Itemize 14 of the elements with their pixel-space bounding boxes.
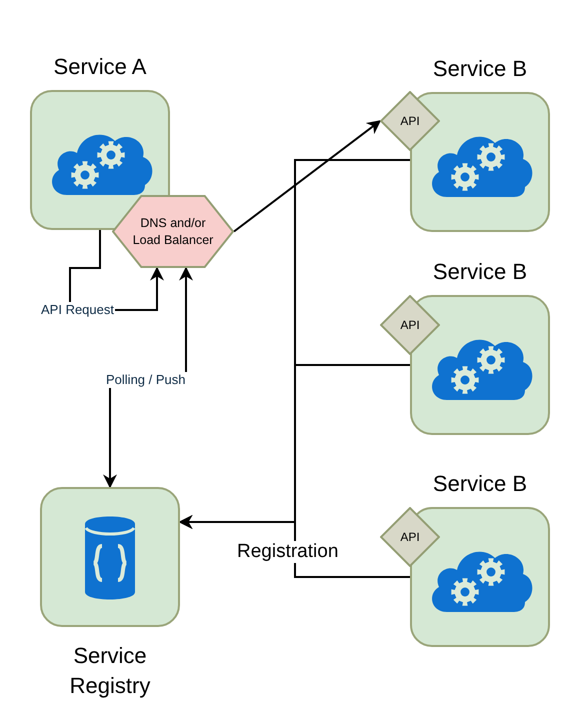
api-label: API [399, 528, 421, 546]
service-title: Service B [432, 55, 528, 83]
service-title: Service B [432, 470, 528, 498]
service-title: Service Registry [68, 642, 152, 700]
api-label: API [399, 112, 421, 130]
edge-label: Registration [236, 541, 340, 563]
connector-arrow [178, 515, 410, 578]
edge-label: Polling / Push [105, 372, 186, 388]
edge-label: API Request [40, 302, 115, 318]
node-label: DNS and/or Load Balancer [132, 214, 214, 248]
api-label: API [399, 316, 421, 334]
connector-arrow [233, 120, 382, 232]
service-title: Service B [432, 258, 528, 286]
service-title: Service A [52, 53, 148, 81]
